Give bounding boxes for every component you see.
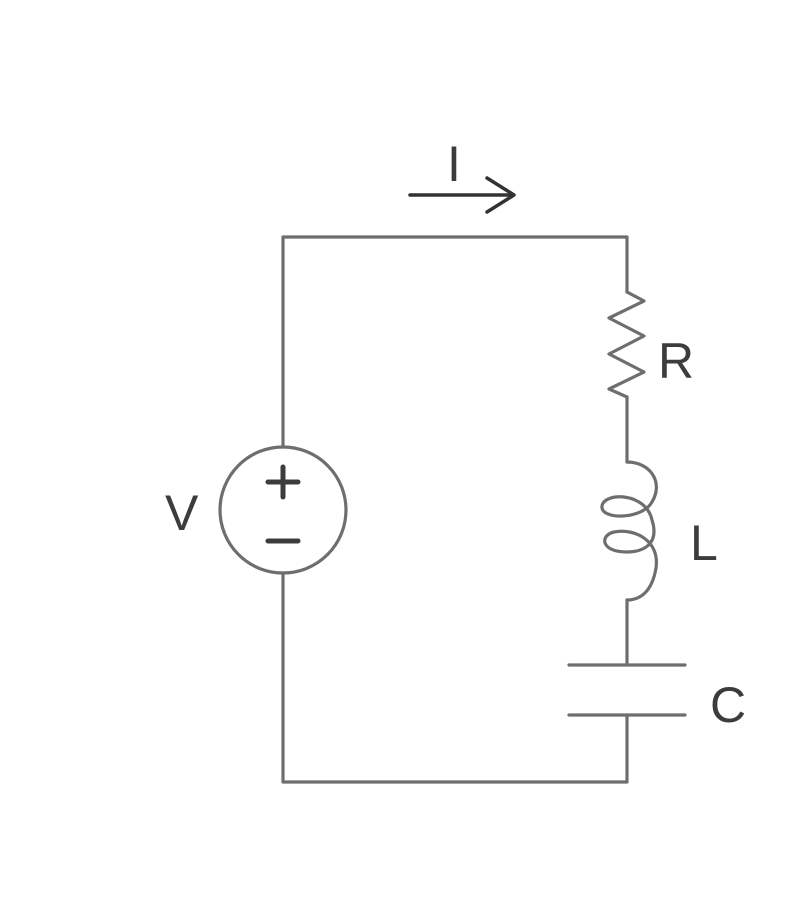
top-wire	[281, 235, 629, 449]
resistor-icon	[607, 290, 646, 399]
positive-terminal-icon	[265, 464, 301, 500]
resistor-label: R	[658, 333, 694, 389]
capacitor-label: C	[710, 677, 746, 733]
wires	[281, 235, 629, 784]
inductor-label: L	[690, 515, 718, 571]
resistor: R	[607, 290, 694, 399]
voltage-source: V	[165, 445, 348, 575]
voltage-label: V	[165, 485, 199, 541]
current-indicator: I	[408, 136, 516, 214]
inductor: L	[600, 460, 718, 602]
voltage-source-icon	[218, 445, 348, 575]
current-label: I	[447, 136, 461, 192]
arrow-right-icon	[485, 176, 516, 214]
inductor-icon	[600, 460, 658, 602]
bottom-wire	[281, 571, 629, 784]
capacitor: C	[567, 663, 746, 733]
